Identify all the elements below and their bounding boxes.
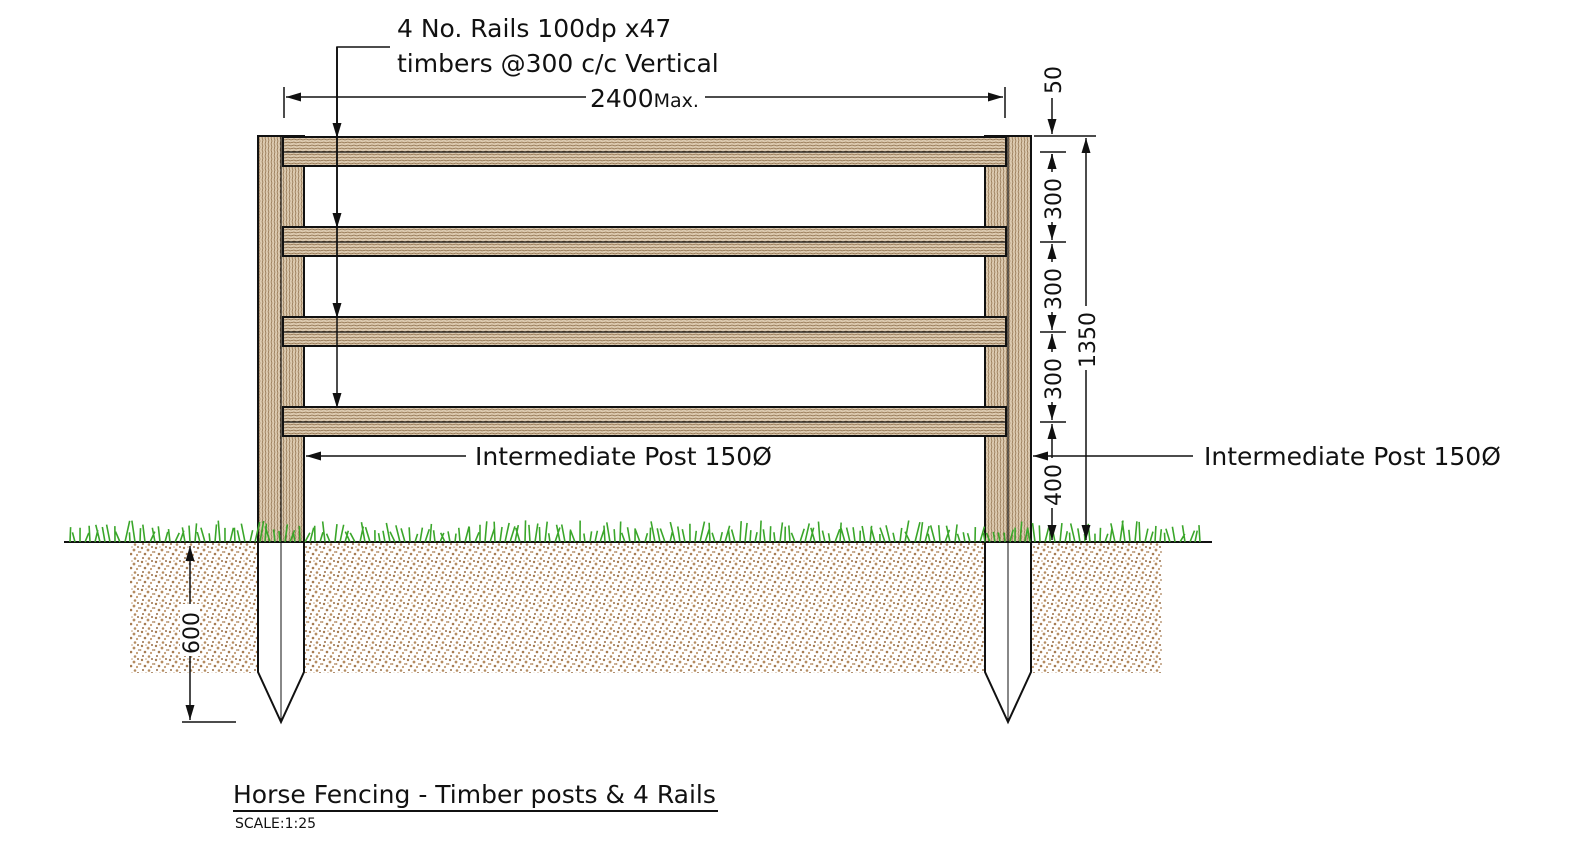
rail-4 (282, 406, 1007, 437)
dim-bottom-gap: 400 (1042, 464, 1067, 506)
rail-note-line-2: timbers @300 c/c Vertical (397, 49, 719, 78)
width-dimension-value: 2400Max. (590, 84, 699, 113)
dim-spacing-1: 300 (1042, 178, 1067, 220)
rail-callout-leader (332, 46, 390, 408)
dim-spacing-2: 300 (1042, 268, 1067, 310)
right-post-label: Intermediate Post 150Ø (1204, 442, 1501, 471)
rail-1 (282, 136, 1007, 167)
dim-top-offset: 50 (1042, 66, 1067, 94)
left-post-label: Intermediate Post 150Ø (475, 442, 772, 471)
width-dimension (283, 87, 1006, 118)
grass-strip (69, 520, 1201, 543)
dim-embed-depth: 600 (180, 612, 205, 654)
rail-2 (282, 226, 1007, 257)
dim-spacing-3: 300 (1042, 358, 1067, 400)
rail-3 (282, 316, 1007, 347)
dim-overall-height: 1350 (1076, 312, 1101, 368)
rail-note-line-1: 4 No. Rails 100dp x47 (397, 14, 671, 43)
drawing-scale: SCALE:1:25 (235, 816, 317, 832)
height-dimension-labels: 50 300 300 300 400 1350 (1042, 64, 1101, 508)
drawing-title: Horse Fencing - Timber posts & 4 Rails (233, 780, 718, 812)
